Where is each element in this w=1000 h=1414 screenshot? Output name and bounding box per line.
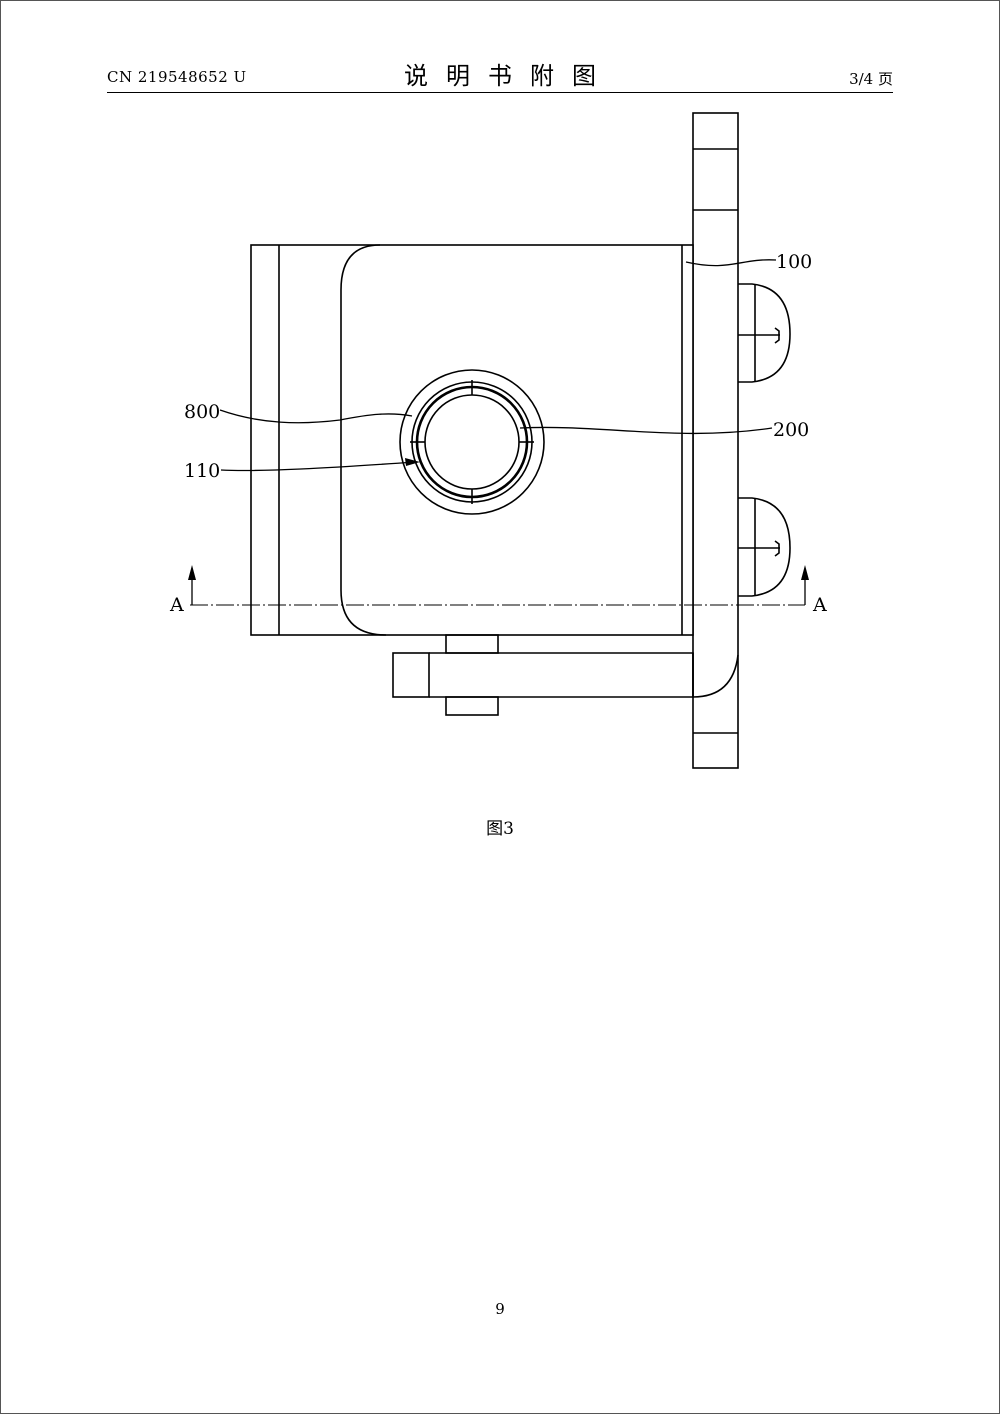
housing-100 bbox=[250, 244, 694, 636]
page-number: 9 bbox=[495, 1300, 505, 1318]
page-indicator: 3/4 页 bbox=[849, 70, 893, 88]
section-arrow-right-icon bbox=[801, 565, 809, 580]
ring-assembly bbox=[399, 369, 545, 515]
mounting-plate bbox=[692, 112, 739, 769]
screw-lower bbox=[738, 497, 791, 597]
leader-200 bbox=[519, 426, 773, 435]
patent-number: CN 219548652 U bbox=[107, 68, 247, 86]
section-arrow-left-icon bbox=[188, 565, 196, 580]
label-100: 100 bbox=[776, 251, 812, 273]
section-line bbox=[188, 565, 809, 606]
bottom-bracket bbox=[392, 634, 739, 716]
leader-800 bbox=[219, 409, 413, 424]
label-section-right: A bbox=[812, 594, 827, 616]
page-title: 说明书附图 bbox=[404, 62, 614, 90]
leader-100 bbox=[685, 259, 777, 267]
leader-arrow-icon bbox=[405, 458, 420, 466]
leader-110 bbox=[220, 461, 416, 472]
label-200: 200 bbox=[773, 419, 809, 441]
header-rule bbox=[107, 92, 893, 93]
figure-caption: 图3 bbox=[486, 819, 514, 839]
leader-lines bbox=[219, 259, 777, 472]
screw-upper bbox=[738, 283, 791, 383]
label-800: 800 bbox=[184, 401, 220, 423]
label-110: 110 bbox=[184, 460, 220, 482]
label-section-left: A bbox=[169, 594, 184, 616]
